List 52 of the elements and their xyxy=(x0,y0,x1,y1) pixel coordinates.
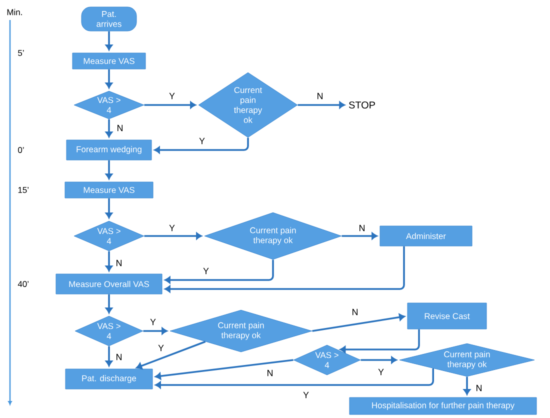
edge-label: Y xyxy=(198,136,206,146)
end-label: STOP xyxy=(348,101,375,109)
arrow xyxy=(340,329,420,353)
arrow xyxy=(342,232,378,240)
edge-label: N xyxy=(266,368,274,378)
arrow xyxy=(106,31,113,50)
edge-label: Y xyxy=(168,224,176,232)
arrow xyxy=(106,346,113,366)
arrow xyxy=(464,376,471,395)
time-label: 5’ xyxy=(18,50,24,56)
arrow xyxy=(144,102,196,108)
arrow xyxy=(106,198,113,218)
edge-label: Y xyxy=(157,344,165,352)
edge-label: Y xyxy=(149,318,157,326)
start-box: Pat. arrives xyxy=(81,6,137,32)
process-box: Measure VAS xyxy=(72,52,146,70)
edge-label: Y xyxy=(202,266,210,276)
arrow xyxy=(360,356,397,364)
arrow xyxy=(164,246,405,292)
arrow xyxy=(106,119,113,138)
edge-label: N xyxy=(474,384,484,392)
arrow xyxy=(312,314,406,332)
time-label: 15’ xyxy=(18,187,28,193)
arrow xyxy=(106,69,113,88)
arrow xyxy=(164,260,274,284)
edge-label: Y xyxy=(168,92,176,100)
edge-label: N xyxy=(114,352,124,362)
arrow xyxy=(155,359,294,380)
process-box: Forearm wedging xyxy=(66,140,152,160)
arrow xyxy=(136,340,206,370)
edge-label: N xyxy=(116,124,124,132)
process-box: Revise Cast xyxy=(407,302,487,330)
process-box: Hospitalisation for further pain therapy xyxy=(349,397,537,415)
time-label: 40’ xyxy=(18,281,28,287)
arrow xyxy=(106,251,113,272)
edge-label: Y xyxy=(377,368,385,376)
arrow xyxy=(144,232,202,240)
edge-label: N xyxy=(316,92,324,100)
arrow xyxy=(106,160,113,180)
axis-unit-label: Min. xyxy=(7,8,22,16)
process-box: Measure VAS xyxy=(64,182,154,198)
edge-label: N xyxy=(114,258,124,268)
edge-label: Y xyxy=(302,390,310,400)
edge-label: N xyxy=(358,224,366,232)
arrow xyxy=(143,328,168,334)
edge-label: N xyxy=(350,308,360,316)
process-box: Administer xyxy=(380,226,472,246)
process-box: Pat. discharge xyxy=(65,368,153,390)
arrow xyxy=(298,102,346,108)
time-label: 0’ xyxy=(18,147,24,153)
arrow xyxy=(106,294,113,314)
process-box: Measure Overall VAS xyxy=(56,274,162,294)
